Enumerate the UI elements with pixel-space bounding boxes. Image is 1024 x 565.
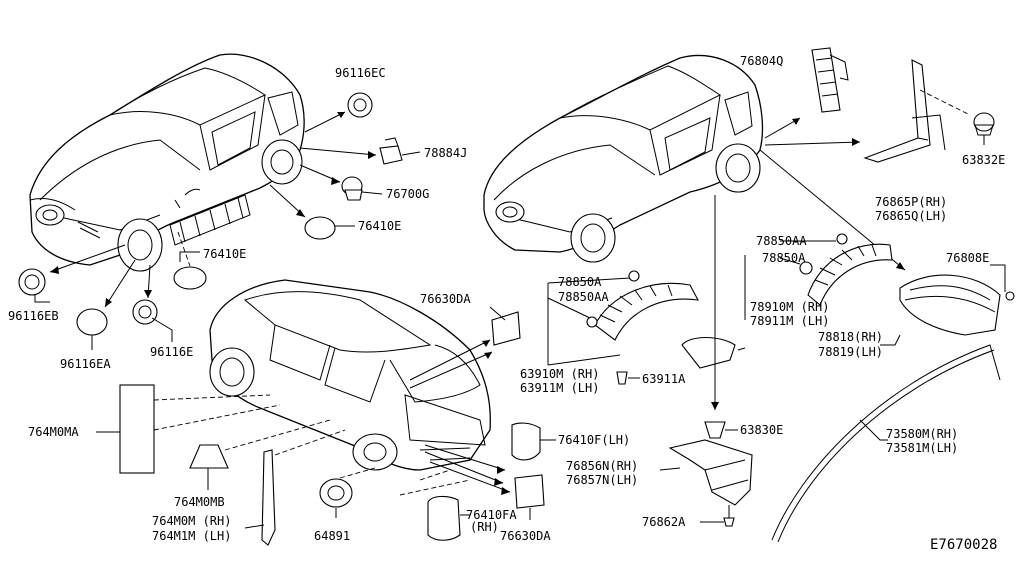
arrow-76630DA-a <box>409 339 491 381</box>
part-78910M-fender-liner: 78850AA 78850A 78910M (RH) 78911M (LH) <box>744 233 893 328</box>
arrow-78884J <box>299 147 377 156</box>
callout-96116EC: 96116EC <box>335 66 386 80</box>
part-76862A: 76862A <box>642 505 735 529</box>
arrow-76410F <box>424 444 506 471</box>
callout-78818: 78818(RH) <box>818 330 883 344</box>
callout-764M0M: 764M0M (RH) <box>152 514 231 528</box>
callout-78884J: 78884J <box>424 146 467 160</box>
callout-76410E-a: 76410E <box>358 219 401 233</box>
callout-76862A: 76862A <box>642 515 686 529</box>
part-73580M-roof-molding: 73580M(RH) 73581M(LH) <box>771 344 1001 543</box>
callout-764M0MB: 764M0MB <box>174 495 225 509</box>
part-63910M-fender-liner: 78850A 78850AA 63910M (RH) 63911M (LH) <box>520 270 699 395</box>
callout-78850AA-r: 78850AA <box>756 234 807 248</box>
arrow-76865P <box>764 141 861 146</box>
callout-76865Q: 76865Q(LH) <box>875 209 947 223</box>
part-76410F: 76410F(LH) <box>511 422 630 461</box>
part-764M0MA: 764M0MA <box>28 384 155 474</box>
vehicle-rear-view <box>209 279 491 471</box>
callout-76410E-b: 76410E <box>203 247 246 261</box>
part-63830E: 63830E <box>704 421 783 439</box>
part-96116E: 96116E <box>132 299 193 359</box>
part-76808E: 76808E <box>899 251 1015 336</box>
callout-76410F: 76410F(LH) <box>558 433 630 447</box>
part-96116EC: 96116EC <box>335 66 386 118</box>
part-76410E-a: 76410E <box>304 216 401 240</box>
callout-76700G: 76700G <box>386 187 429 201</box>
side-sill-molding <box>169 194 251 246</box>
callout-76630DA-b: 76630DA <box>500 529 551 543</box>
callout-78850AA-l: 78850AA <box>558 290 609 304</box>
part-76804Q: 76804Q <box>740 47 849 113</box>
part-76410E-b: 76410E <box>173 247 246 290</box>
callout-78819: 78819(LH) <box>818 345 883 359</box>
part-764M0M: 764M0M (RH) 764M1M (LH) <box>152 449 276 546</box>
callout-76630DA-a: 76630DA <box>420 292 471 306</box>
part-76630DA-b: 76630DA <box>500 474 551 543</box>
part-63911A: 63911A <box>616 371 686 386</box>
callout-764M1M: 764M1M (LH) <box>152 529 231 543</box>
part-96116EB: 96116EB <box>8 268 59 323</box>
callout-76865P: 76865P(RH) <box>875 195 947 209</box>
callout-63910M: 63910M (RH) <box>520 367 599 381</box>
callout-76410FA-rh: (RH) <box>470 520 499 534</box>
callout-73580M: 73580M(RH) <box>886 427 958 441</box>
part-76856N-mudguard: 76856N(RH) 76857N(LH) <box>566 439 753 506</box>
arrow-96116EA <box>104 259 136 308</box>
part-78884J: 78884J <box>379 137 467 165</box>
callout-78850A-r: 78850A <box>762 251 806 265</box>
callout-63832E: 63832E <box>962 153 1005 167</box>
callout-96116EB: 96116EB <box>8 309 59 323</box>
part-96116EA: 96116EA <box>60 308 111 371</box>
callout-76410FA: 76410FA <box>466 508 517 522</box>
callout-78911M: 78911M (LH) <box>750 314 829 328</box>
callout-63911M: 63911M (LH) <box>520 381 599 395</box>
part-76865P: 76865P(RH) 76865Q(LH) <box>863 59 971 223</box>
part-76410FA: 76410FA (RH) <box>427 495 517 541</box>
arrow-96116EB <box>49 244 126 273</box>
callout-76808E: 76808E <box>946 251 989 265</box>
callout-96116EA: 96116EA <box>60 357 111 371</box>
part-76700G: 76700G <box>341 176 429 201</box>
callout-63830E: 63830E <box>740 423 783 437</box>
part-64891: 64891 <box>314 478 353 543</box>
callout-78850A-l: 78850A <box>558 275 602 289</box>
callout-76804Q: 76804Q <box>740 54 783 68</box>
callout-64891: 64891 <box>314 529 350 543</box>
callout-76857N: 76857N(LH) <box>566 473 638 487</box>
part-63832E: 63832E <box>962 112 1005 167</box>
diagram-id: E7670028 <box>930 537 997 553</box>
arrow-96116EC <box>304 111 346 133</box>
part-76630DA-a: 76630DA <box>420 292 521 346</box>
part-mudflap-upper <box>681 336 746 369</box>
part-78818: 78818(RH) 78819(LH) <box>818 330 901 359</box>
callout-76856N: 76856N(RH) <box>566 459 638 473</box>
callout-96116E: 96116E <box>150 345 193 359</box>
vehicle-front-left-view <box>29 53 305 272</box>
callout-73581M: 73581M(LH) <box>886 441 958 455</box>
callout-764M0MA: 764M0MA <box>28 425 79 439</box>
vehicle-front-right-view <box>483 54 764 263</box>
part-764M0MB: 764M0MB <box>174 444 229 509</box>
callout-63911A: 63911A <box>642 372 686 386</box>
callout-78910M: 78910M (RH) <box>750 300 829 314</box>
